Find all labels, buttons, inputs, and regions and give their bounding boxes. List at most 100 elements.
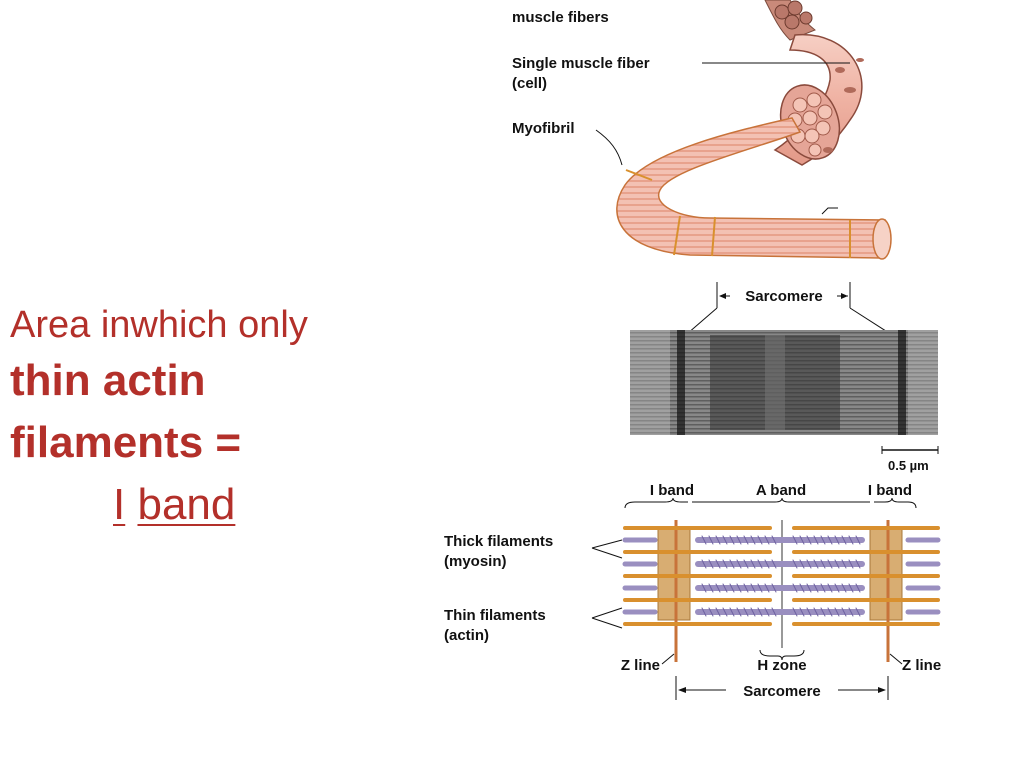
myosin-head — [715, 583, 721, 593]
myosin-head — [736, 535, 742, 545]
label-bundle-muscle-fibers: muscle fibers — [512, 9, 609, 26]
myosin-head — [715, 559, 721, 569]
band-brackets — [624, 497, 917, 509]
myosin-head — [771, 559, 777, 569]
myosin-head — [750, 583, 756, 593]
sarcomere-filament-diagram — [622, 520, 941, 662]
myosin-head — [799, 535, 805, 545]
myosin-head — [792, 607, 798, 617]
myosin-head — [834, 583, 840, 593]
caption-line-3: filaments = — [10, 418, 242, 467]
myosin-head — [827, 607, 833, 617]
myosin-head — [834, 607, 840, 617]
caption-text-block: Area inwhich only thin actin filaments =… — [10, 300, 410, 536]
answer-letter: I — [113, 480, 126, 529]
myosin-head — [820, 559, 826, 569]
label-thin-actin: (actin) — [444, 627, 489, 644]
label-a-band: A band — [756, 482, 806, 499]
label-sarcomere-top: Sarcomere — [745, 288, 823, 305]
myosin-head — [771, 583, 777, 593]
label-z-line-right: Z line — [902, 657, 941, 674]
myosin-head — [806, 583, 812, 593]
myosin-head — [820, 583, 826, 593]
myosin-head — [708, 607, 714, 617]
label-scale: 0.5 µm — [888, 458, 929, 473]
myosin-head — [729, 583, 735, 593]
sarcomere-bottom-measure: Sarcomere — [675, 676, 889, 700]
label-h-zone: H zone — [757, 657, 806, 674]
myosin-head — [757, 607, 763, 617]
myosin-head — [715, 535, 721, 545]
myosin-head — [736, 607, 742, 617]
myosin-head — [806, 535, 812, 545]
myosin-head — [750, 607, 756, 617]
label-z-line-left: Z line — [621, 657, 660, 674]
myosin-head — [813, 559, 819, 569]
myosin-head — [848, 583, 854, 593]
myosin-head — [722, 535, 728, 545]
myosin-head — [729, 607, 735, 617]
myosin-head — [841, 559, 847, 569]
myosin-head — [813, 583, 819, 593]
myosin-head — [771, 607, 777, 617]
myosin-head — [792, 583, 798, 593]
label-myofibril: Myofibril — [512, 120, 575, 137]
myosin-head — [750, 535, 756, 545]
caption-line-1: Area inwhich only — [10, 304, 308, 346]
myosin-head — [827, 535, 833, 545]
myosin-head — [799, 559, 805, 569]
myosin-head — [841, 583, 847, 593]
myosin-head — [820, 607, 826, 617]
myosin-head — [799, 607, 805, 617]
myosin-head — [764, 607, 770, 617]
caption-answer: I band — [10, 474, 410, 536]
myosin-head — [848, 607, 854, 617]
label-single-muscle-fiber: Single muscle fiber — [512, 55, 650, 72]
label-i-band-left: I band — [650, 482, 694, 499]
side-leader-lines — [591, 539, 623, 629]
myosin-head — [855, 607, 861, 617]
myosin-head — [841, 535, 847, 545]
muscle-diagram-svg: muscle fibers Single muscle fiber (cell)… — [444, 0, 941, 700]
myosin-head — [757, 559, 763, 569]
myosin-head — [708, 535, 714, 545]
label-i-band-right: I band — [868, 482, 912, 499]
label-single-muscle-fiber-cell: (cell) — [512, 75, 547, 92]
myosin-head — [792, 559, 798, 569]
caption-line-2: thin actin — [10, 356, 206, 405]
myosin-head — [764, 583, 770, 593]
myosin-head — [701, 559, 707, 569]
muscle-structure-figure: muscle fibers Single muscle fiber (cell)… — [430, 0, 1024, 768]
myosin-head — [743, 607, 749, 617]
myosin-head — [820, 535, 826, 545]
leader-myofibril — [595, 129, 623, 166]
myosin-head — [757, 535, 763, 545]
myosin-head — [813, 535, 819, 545]
label-thick-myosin: (myosin) — [444, 553, 507, 570]
myosin-head — [855, 583, 861, 593]
label-thick-filaments: Thick filaments — [444, 533, 553, 550]
myosin-head — [708, 559, 714, 569]
myosin-head — [855, 535, 861, 545]
myosin-head — [722, 607, 728, 617]
myosin-head — [708, 583, 714, 593]
myosin-head — [757, 583, 763, 593]
myosin-head — [701, 583, 707, 593]
myosin-head — [771, 535, 777, 545]
myosin-head — [806, 607, 812, 617]
myosin-head — [834, 535, 840, 545]
myosin-head — [729, 559, 735, 569]
myosin-head — [841, 607, 847, 617]
muscle-fiber-illustration — [616, 0, 892, 260]
label-thin-filaments: Thin filaments — [444, 607, 546, 624]
myosin-head — [722, 559, 728, 569]
myosin-head — [855, 559, 861, 569]
electron-micrograph — [630, 330, 938, 435]
myosin-head — [715, 607, 721, 617]
myosin-head — [743, 559, 749, 569]
label-sarcomere-bottom: Sarcomere — [743, 683, 821, 700]
myosin-head — [827, 559, 833, 569]
myosin-head — [799, 583, 805, 593]
myosin-head — [722, 583, 728, 593]
